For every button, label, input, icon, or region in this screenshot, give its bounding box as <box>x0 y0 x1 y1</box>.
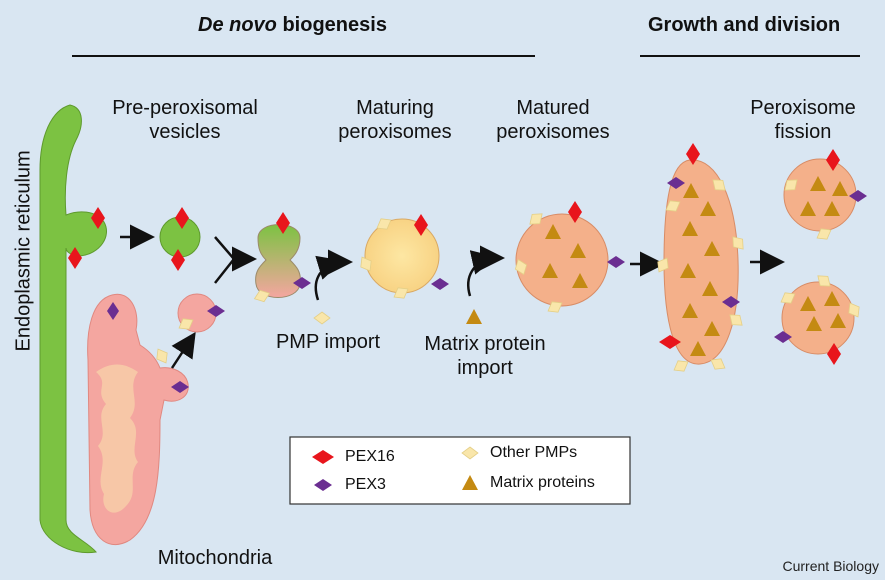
fission-peroxisome-top <box>780 149 867 244</box>
label-pmp-import: PMP import <box>275 331 381 353</box>
fused-vesicle <box>252 212 311 305</box>
mitochondria <box>87 293 189 546</box>
label-fission-2: fission <box>774 121 832 143</box>
label-matrix-import-2: import <box>457 357 513 379</box>
label-maturing-2: peroxisomes <box>338 121 452 143</box>
green-vesicle <box>159 207 201 271</box>
label-matrix-import-1: Matrix protein <box>424 333 546 355</box>
label-fission-1: Peroxisome <box>750 97 856 119</box>
maturing-peroxisome <box>356 214 449 303</box>
fission-peroxisome-bottom <box>774 270 864 365</box>
label-endoplasmic-reticulum: Endoplasmic reticulum <box>12 150 35 352</box>
legend-pex3-label: PEX3 <box>345 476 386 493</box>
growing-peroxisome <box>653 143 749 376</box>
credit-text: Current Biology <box>782 558 880 574</box>
label-matured-2: peroxisomes <box>496 121 610 143</box>
matured-peroxisome <box>512 201 625 317</box>
legend-box <box>289 436 631 505</box>
matrix-import-arrow <box>467 250 497 297</box>
legend-other-pmps-label: Other PMPs <box>490 444 578 461</box>
label-maturing-1: Maturing <box>356 97 434 119</box>
legend-pex16-label: PEX16 <box>345 448 395 465</box>
header-de-novo: De novo biogenesis <box>198 14 387 37</box>
pink-vesicle <box>175 293 225 334</box>
label-pre-peroxisomal-1: Pre-peroxisomal <box>112 97 258 119</box>
arrow-mito-to-vesicle <box>170 331 196 369</box>
legend-matrix-proteins-label: Matrix proteins <box>490 474 595 491</box>
label-matured-1: Matured <box>516 97 590 119</box>
header-growth-division: Growth and division <box>648 14 841 36</box>
label-mitochondria: Mitochondria <box>157 547 273 569</box>
pmp-import-arrow <box>314 255 343 301</box>
label-pre-peroxisomal-2: vesicles <box>149 121 221 143</box>
fusion-arrow <box>214 237 252 284</box>
header-de-novo-italic: De novo <box>198 14 277 36</box>
header-de-novo-rest: biogenesis <box>276 14 387 36</box>
